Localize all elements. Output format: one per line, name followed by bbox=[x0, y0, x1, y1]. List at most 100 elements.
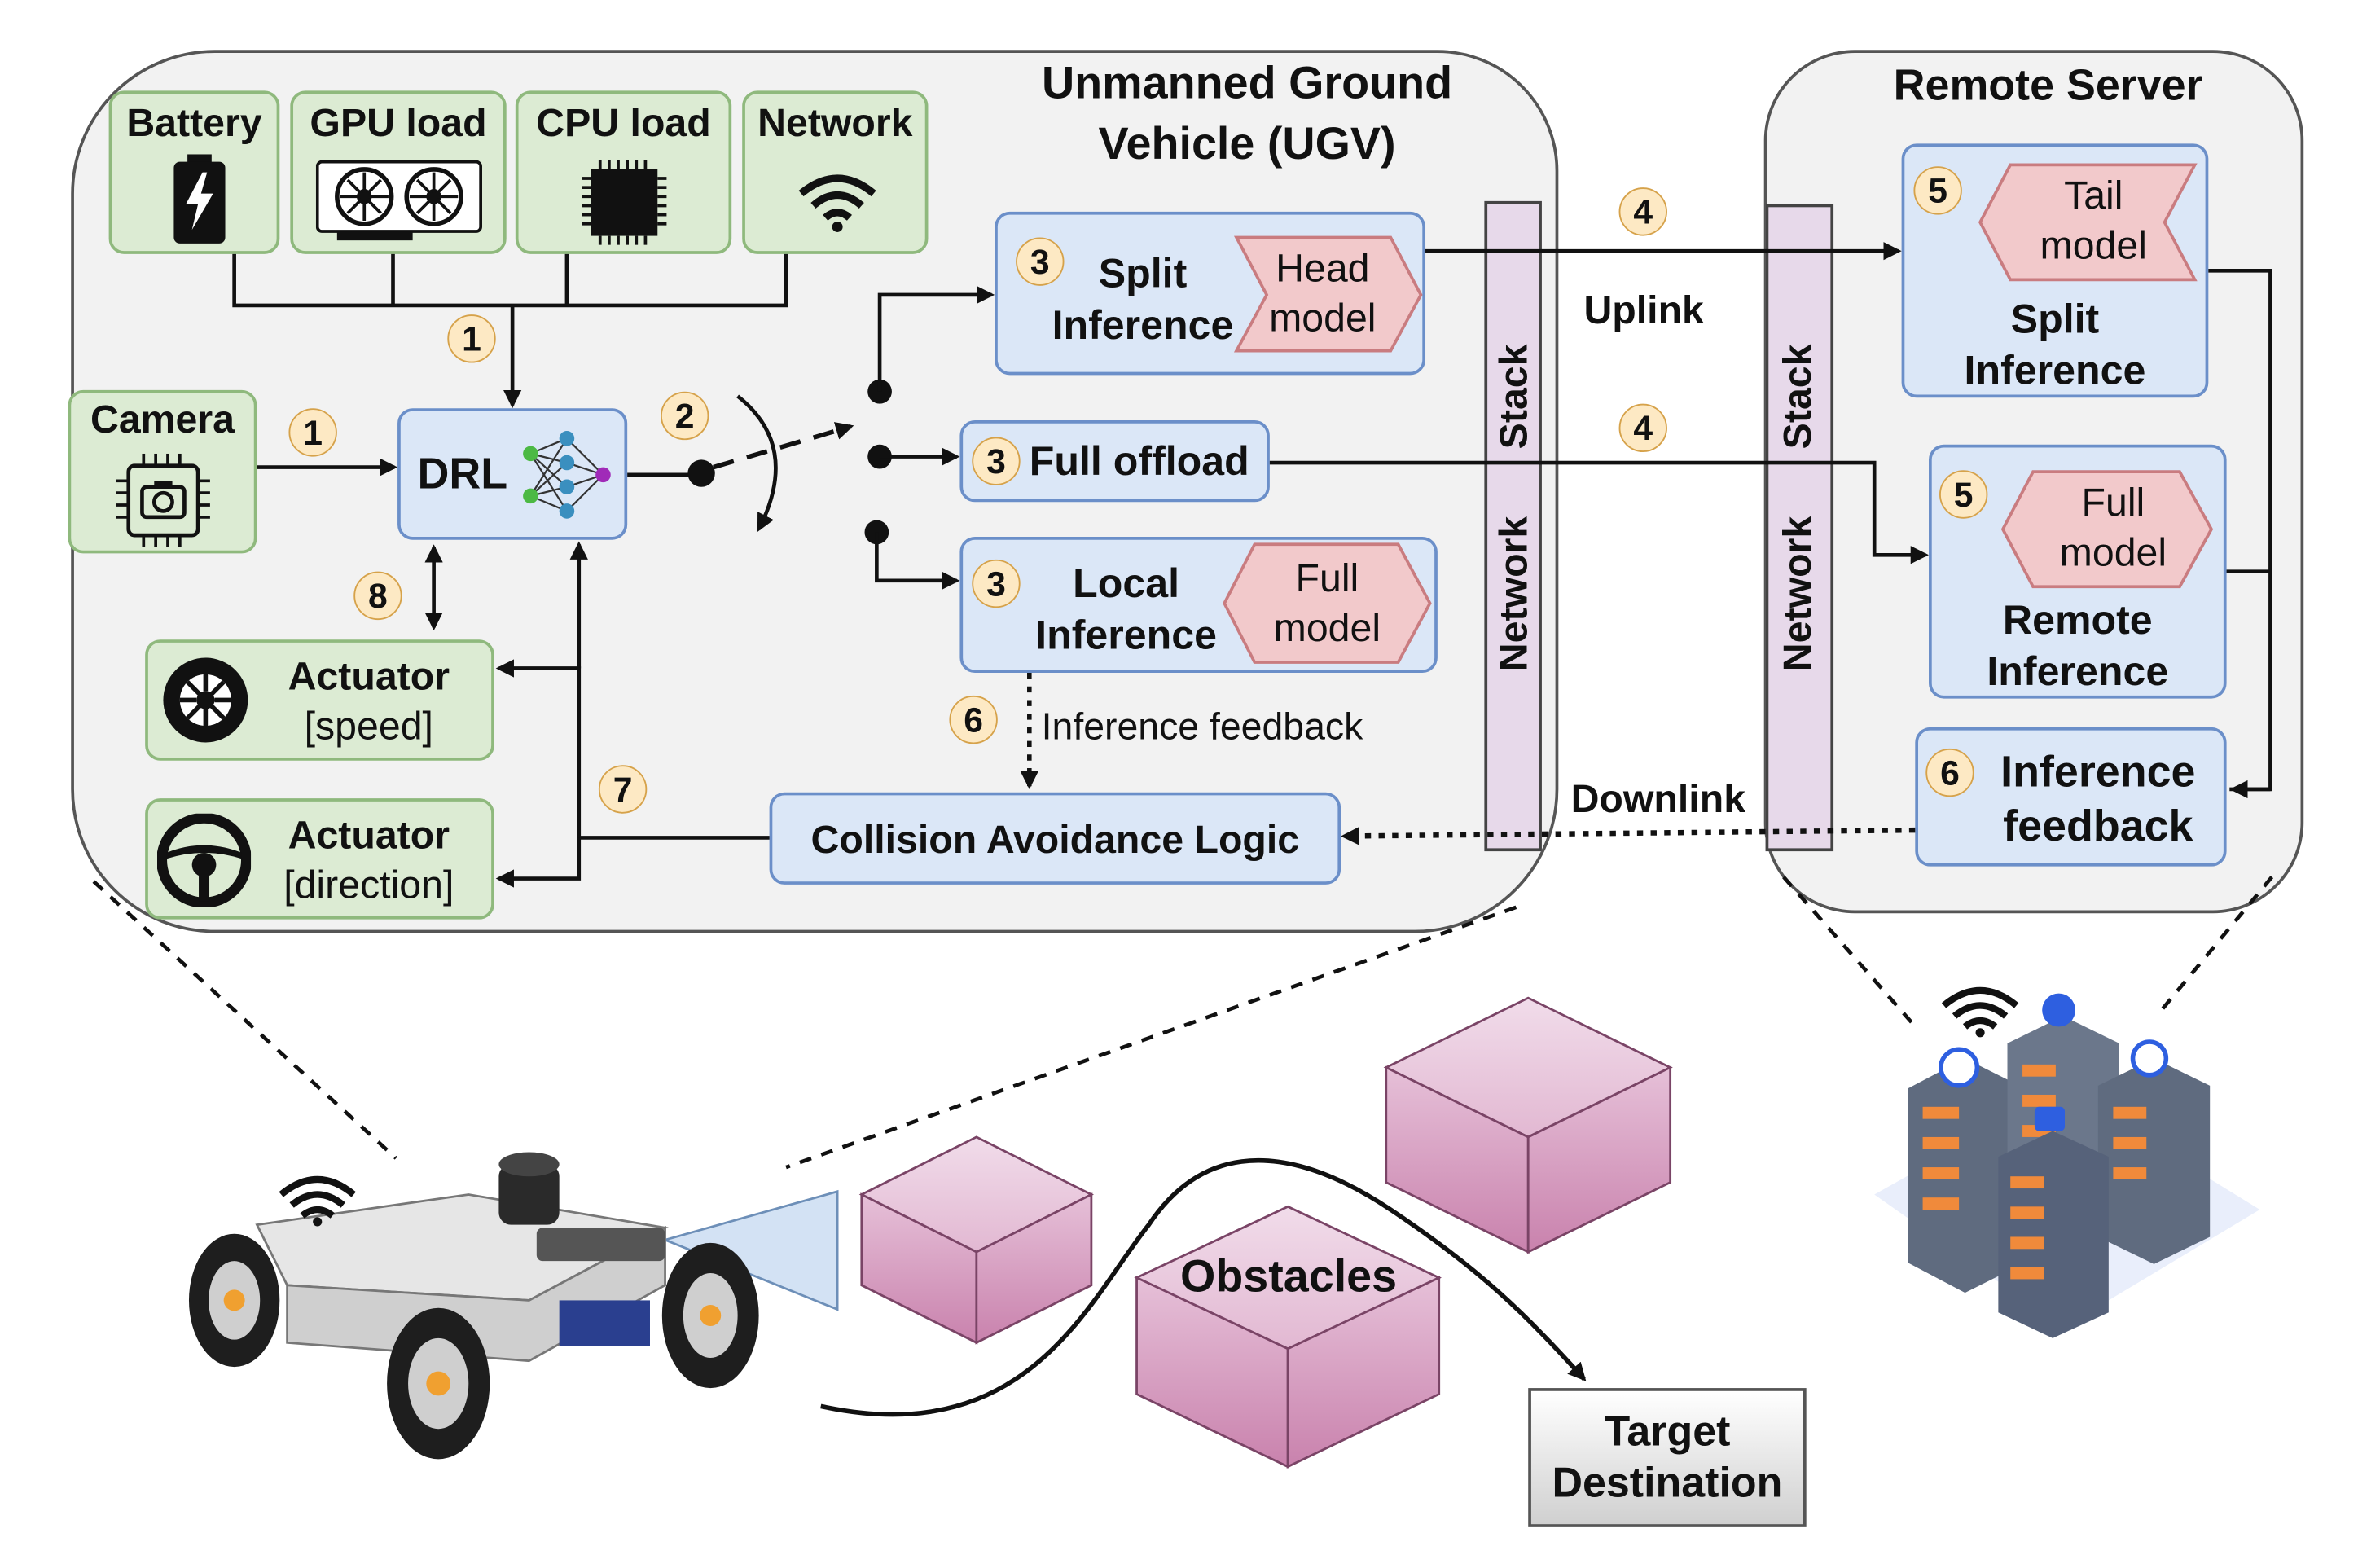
obstacle-cube-2 bbox=[1383, 996, 1673, 1254]
gpu-load-box: GPU load bbox=[290, 90, 507, 254]
ugv-full-model-line1: Full bbox=[1295, 555, 1359, 600]
step-2-badge: 2 bbox=[660, 391, 709, 441]
target-line1: Target bbox=[1604, 1408, 1731, 1455]
ugv-split-inference-label: Split Inference bbox=[1028, 248, 1258, 350]
cpu-load-label: CPU load bbox=[536, 99, 711, 146]
ugv-local-line2: Inference bbox=[1035, 612, 1217, 658]
obstacle-cube-1 bbox=[858, 1135, 1094, 1345]
gpu-load-label: GPU load bbox=[310, 99, 487, 146]
actuator-direction-line1: Actuator bbox=[288, 811, 450, 858]
ugv-title-line2: Vehicle (UGV) bbox=[1098, 119, 1396, 169]
ugv-full-model-shape bbox=[1223, 542, 1432, 664]
actuator-speed-line1: Actuator bbox=[288, 652, 450, 699]
inference-feedback-label: Inference feedback bbox=[1041, 705, 1363, 749]
camera-label: Camera bbox=[90, 396, 235, 442]
server-rack-c bbox=[2097, 1058, 2211, 1264]
step-8-badge: 8 bbox=[353, 571, 402, 621]
full-offload-label: Full offload bbox=[1029, 438, 1249, 485]
step-3-badge-split: 3 bbox=[1016, 237, 1065, 286]
step-1-badge-camera: 1 bbox=[288, 408, 337, 457]
obstacles-label: Obstacles bbox=[1179, 1252, 1398, 1302]
wifi-icon bbox=[798, 174, 876, 232]
server-full-model-shape bbox=[2000, 470, 2214, 589]
server-split-inference-label: Split Inference bbox=[1904, 293, 2205, 396]
camera-box: Camera bbox=[68, 389, 257, 554]
ugv-network-stack bbox=[1484, 200, 1542, 852]
actuator-speed-label: Actuator [speed] bbox=[263, 652, 475, 752]
server-split-line1: Split bbox=[2010, 296, 2100, 342]
gear-badge-icon bbox=[2042, 993, 2076, 1027]
remote-server-title: Remote Server bbox=[1893, 62, 2203, 111]
remote-line1: Remote bbox=[2002, 597, 2153, 643]
ugv-full-model-label: Full model bbox=[1258, 553, 1397, 653]
step-1-badge-input: 1 bbox=[447, 314, 496, 363]
network-label: Network bbox=[757, 99, 913, 146]
bolt-badge-icon bbox=[2130, 1039, 2169, 1078]
ugv-full-model-line2: model bbox=[1273, 604, 1381, 651]
step-4-badge-offload: 4 bbox=[1618, 403, 1667, 453]
step-5-badge-split: 5 bbox=[1913, 166, 1962, 215]
server-split-line2: Inference bbox=[1964, 347, 2146, 393]
obstacle-cube-3 bbox=[1134, 1205, 1442, 1469]
ugv-title: Unmanned Ground Vehicle (UGV) bbox=[998, 55, 1496, 176]
server-full-model-line1: Full bbox=[2081, 479, 2145, 525]
step-3-badge-local: 3 bbox=[972, 559, 1021, 608]
collision-avoidance-label: Collision Avoidance Logic bbox=[810, 816, 1300, 863]
tail-model-shape bbox=[1978, 163, 2198, 282]
actuator-direction-box: Actuator [direction] bbox=[145, 798, 494, 920]
remote-line2: Inference bbox=[1987, 648, 2169, 695]
head-model-shape bbox=[1233, 235, 1423, 353]
ugv-split-line2: Inference bbox=[1052, 302, 1234, 348]
tail-model-line2: model bbox=[2040, 222, 2147, 268]
cpu-load-box: CPU load bbox=[515, 90, 732, 254]
ugv-wifi-icon bbox=[279, 1175, 356, 1227]
server-network-stack bbox=[1765, 204, 1834, 852]
battery-label: Battery bbox=[126, 99, 262, 146]
gpu-icon bbox=[315, 160, 482, 241]
drl-label: DRL bbox=[417, 450, 508, 499]
head-model-line1: Head bbox=[1276, 244, 1370, 291]
ugv-robot-illustration bbox=[188, 1152, 759, 1460]
ugv-local-line1: Local bbox=[1073, 560, 1180, 607]
camera-chip-icon bbox=[116, 453, 210, 547]
downlink-label: Downlink bbox=[1570, 775, 1746, 821]
target-line2: Destination bbox=[1552, 1459, 1783, 1506]
ugv-title-line1: Unmanned Ground bbox=[1041, 59, 1453, 109]
server-rack-d bbox=[1998, 1131, 2109, 1338]
server-feedback-line2: feedback bbox=[2003, 802, 2193, 852]
camera-view-cone bbox=[661, 1189, 839, 1311]
actuator-speed-line2: [speed] bbox=[304, 703, 433, 749]
ugv-full-offload-box: Full offload bbox=[959, 420, 1270, 503]
actuator-speed-box: Actuator [speed] bbox=[145, 639, 494, 761]
server-wifi-icon bbox=[1941, 986, 2019, 1038]
step-6-badge-local: 6 bbox=[949, 695, 998, 744]
server-feedback-label: Inference feedback bbox=[1985, 745, 2211, 854]
drl-box: DRL bbox=[397, 408, 628, 540]
cpu-chip-icon bbox=[582, 160, 667, 245]
ugv-local-inference-label: Local Inference bbox=[1021, 558, 1232, 661]
server-inference-feedback-box: Inference feedback bbox=[1915, 727, 2227, 867]
server-rack-illustration bbox=[1874, 986, 2260, 1338]
steering-wheel-icon bbox=[157, 813, 252, 907]
network-box: Network bbox=[742, 90, 929, 254]
lock-badge-icon bbox=[2034, 1106, 2066, 1131]
neural-network-icon bbox=[523, 431, 611, 519]
tail-model-label: Tail model bbox=[2018, 171, 2169, 271]
collision-avoidance-box: Collision Avoidance Logic bbox=[769, 792, 1341, 885]
server-full-model-line2: model bbox=[2059, 529, 2167, 575]
wheel-icon bbox=[163, 657, 248, 743]
battery-box: Battery bbox=[108, 90, 280, 254]
ugv-split-line1: Split bbox=[1098, 251, 1188, 296]
sync-badge-icon bbox=[1939, 1047, 1980, 1088]
head-model-label: Head model bbox=[1254, 244, 1390, 344]
actuator-direction-label: Actuator [direction] bbox=[263, 810, 475, 911]
step-4-badge-split: 4 bbox=[1618, 187, 1667, 236]
remote-inference-label: Remote Inference bbox=[1932, 595, 2224, 697]
battery-icon bbox=[173, 154, 226, 244]
server-full-model-label: Full model bbox=[2038, 478, 2189, 578]
actuator-direction-line2: [direction] bbox=[283, 862, 454, 907]
head-model-line2: model bbox=[1269, 294, 1377, 340]
target-destination-box: Target Destination bbox=[1528, 1388, 1807, 1527]
